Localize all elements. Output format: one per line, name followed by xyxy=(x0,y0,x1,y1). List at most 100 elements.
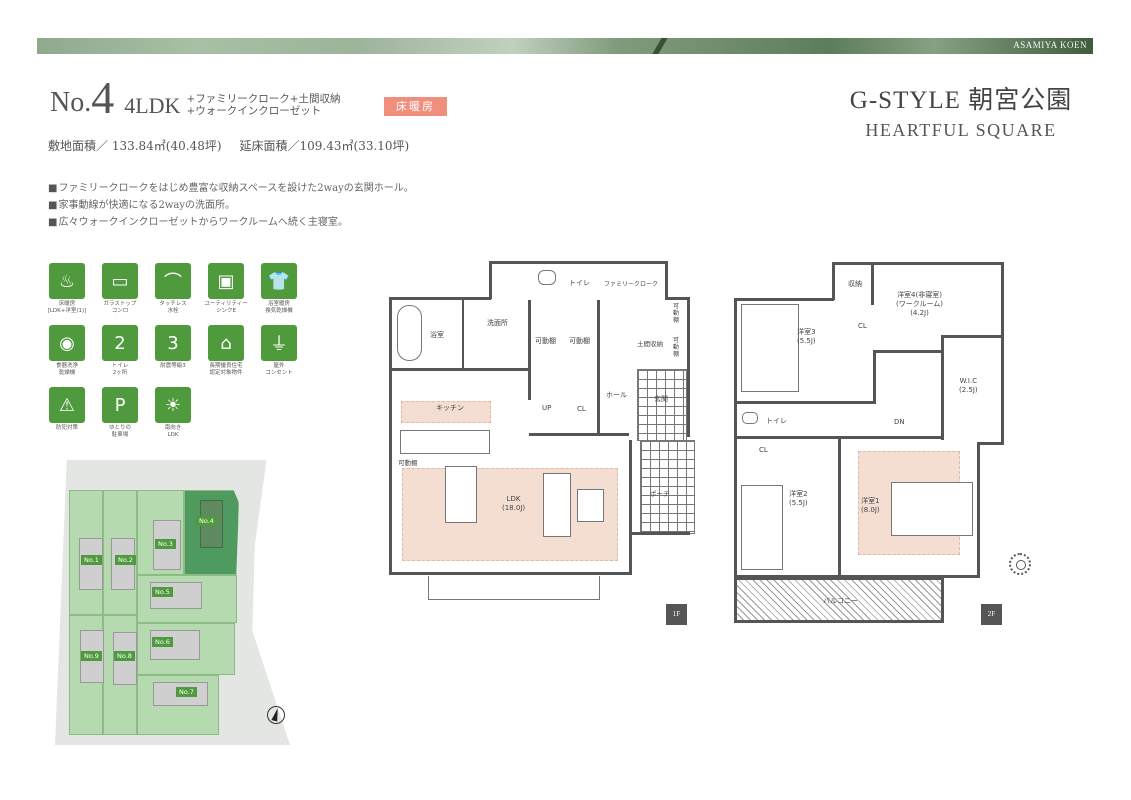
room-label-room4: 洋室4(非寝室) (ワークルーム) (4.2J) xyxy=(896,291,944,317)
brand-subtitle: HEARTFUL SQUARE xyxy=(865,120,1057,140)
equipment-label: 長期優良住宅 認定対象物件 xyxy=(209,363,243,376)
equipment-item: ⚠防犯対策 xyxy=(49,387,85,439)
wall xyxy=(489,261,667,264)
equipment-item: ▭ガラストップ コンロ xyxy=(102,263,138,315)
room-label-hall: ホール xyxy=(606,391,627,399)
room-label-kitchen: キッチン xyxy=(436,404,464,412)
entrance-tile xyxy=(637,369,687,441)
equipment-item: ◉食器洗浄 乾燥機 xyxy=(49,325,85,377)
sofa xyxy=(543,473,571,537)
feature-list: ファミリークロークをはじめ豊富な収納スペースを設けた2wayの玄関ホール。 家事… xyxy=(48,180,414,231)
feature-item: 広々ウォークインクローゼットからワークルームへ続く主寝室。 xyxy=(48,214,414,231)
equipment-item: ⏚ 屋外 コンセント xyxy=(261,325,297,377)
floor-heating-badge: 床暖房 xyxy=(384,97,447,116)
room-label-shelf: 可動棚 xyxy=(535,337,556,345)
room-label-shelf: 可動棚 xyxy=(398,459,418,467)
equipment-item: ♨床暖房 [LDK+洋室(1)] xyxy=(48,263,86,315)
wall xyxy=(977,442,980,578)
plan-layout-type: 4LDK xyxy=(124,93,181,119)
wall xyxy=(489,261,492,299)
room-label-porch: ポーチ xyxy=(650,490,670,498)
room-label-toilet: トイレ xyxy=(766,417,787,425)
wall xyxy=(462,300,464,368)
room-label-cl: CL xyxy=(577,405,586,413)
toilet-fixture-icon xyxy=(538,270,556,285)
compass-icon xyxy=(1009,553,1031,575)
room-label-bath: 浴室 xyxy=(430,331,444,339)
security-icon: ⚠ xyxy=(49,387,85,423)
wall xyxy=(832,262,1004,265)
room-label-balcony: バルコニー xyxy=(823,597,858,605)
lot-label-no3: No.3 xyxy=(155,539,176,549)
kitchen-counter xyxy=(400,430,490,454)
plan-number: 4 xyxy=(91,72,115,123)
wall xyxy=(629,440,632,574)
brand-block: G-STYLE 朝宮公園 HEARTFUL SQUARE xyxy=(841,80,1081,141)
room-label-ldk: LDK (18.0J) xyxy=(502,495,526,512)
equipment-icon-grid: ♨床暖房 [LDK+洋室(1)] ▭ガラストップ コンロ ⌒タッチレス 水栓 ▣… xyxy=(48,263,299,439)
south-facing-icon: ☀ xyxy=(155,387,191,423)
equipment-label: 屋外 コンセント xyxy=(265,363,293,376)
room-label-dn: DN xyxy=(894,418,905,426)
wall xyxy=(389,297,392,575)
equipment-item: 👕浴室暖房 換気乾燥機 xyxy=(261,263,297,315)
room-label-cl: CL xyxy=(858,322,867,330)
outdoor-outlet-icon: ⏚ xyxy=(261,325,297,361)
wall xyxy=(832,262,835,300)
wall xyxy=(943,335,1003,338)
toilet-fixture-icon xyxy=(742,412,758,424)
lot-label-no5: No.5 xyxy=(152,587,173,597)
kitchen-floor-heating-area xyxy=(401,401,491,423)
feature-item: 家事動線が快適になる2wayの洗面所。 xyxy=(48,197,414,214)
wall xyxy=(1001,262,1004,444)
plan-extras: +ファミリークローク+土間収納 +ウォークインクローゼット xyxy=(186,93,340,117)
equipment-label: 床暖房 [LDK+洋室(1)] xyxy=(47,301,87,314)
brand-title: G-STYLE 朝宮公園 xyxy=(849,87,1073,114)
area-info: 敷地面積／ 133.84㎡(40.48坪)延床面積／109.43㎡(33.10坪… xyxy=(48,137,409,154)
dining-table xyxy=(445,466,477,523)
wall xyxy=(389,368,529,371)
header-banner: ASAMIYA KOEN xyxy=(37,38,1093,54)
bed-room1 xyxy=(891,482,973,536)
room-label-entrance: 玄関 xyxy=(654,395,668,403)
lot-label-no2: No.2 xyxy=(115,555,136,565)
lot-label-no6: No.6 xyxy=(152,637,173,647)
floor-tag-1f: 1F xyxy=(666,604,687,625)
lot-label-no8: No.8 xyxy=(114,651,135,661)
wall xyxy=(873,350,876,404)
earthquake-grade-icon: 3 xyxy=(155,325,191,361)
wall xyxy=(871,265,874,305)
room-label-wic: W.I.C (2.5J) xyxy=(959,377,978,394)
room-label-shelf-vertical: 可 動 棚 xyxy=(673,337,680,358)
wall xyxy=(687,297,690,437)
wall xyxy=(734,575,980,578)
plan-title: No. 4 4LDK +ファミリークローク+土間収納 +ウォークインクローゼット xyxy=(50,72,341,123)
lot-label-no4: No.4 xyxy=(196,516,217,526)
porch-tile xyxy=(640,440,695,534)
room-label-room2: 洋室2 (5.5J) xyxy=(789,490,808,507)
bed-room2 xyxy=(741,485,783,570)
wall xyxy=(734,298,737,578)
wall xyxy=(389,297,491,300)
equipment-label: ゆとりの 駐車場 xyxy=(108,425,131,438)
equipment-item: ☀南向き LDK xyxy=(155,387,191,439)
banner-location-text: ASAMIYA KOEN xyxy=(1013,40,1087,50)
feature-item: ファミリークロークをはじめ豊富な収納スペースを設けた2wayの玄関ホール。 xyxy=(48,180,413,197)
dishwasher-icon: ◉ xyxy=(49,325,85,361)
equipment-label: ユーティリティー シンクE xyxy=(204,301,248,314)
site-plan: No.1 No.2 No.3 No.4 No.5 No.6 No.7 No.8 … xyxy=(55,460,295,745)
wall xyxy=(389,572,632,575)
bed-room3 xyxy=(741,304,799,392)
room-label-cl: CL xyxy=(759,446,768,454)
bathtub-icon xyxy=(397,305,422,361)
room-label-toilet: トイレ xyxy=(569,279,590,287)
plan-number-prefix: No. xyxy=(50,87,92,119)
lot-label-no7: No.7 xyxy=(176,687,197,697)
toilet-icon: 2 xyxy=(102,325,138,361)
long-term-housing-icon: ⌂ xyxy=(208,325,244,361)
room-label-washroom: 洗面所 xyxy=(487,319,508,327)
terrace xyxy=(428,576,600,600)
